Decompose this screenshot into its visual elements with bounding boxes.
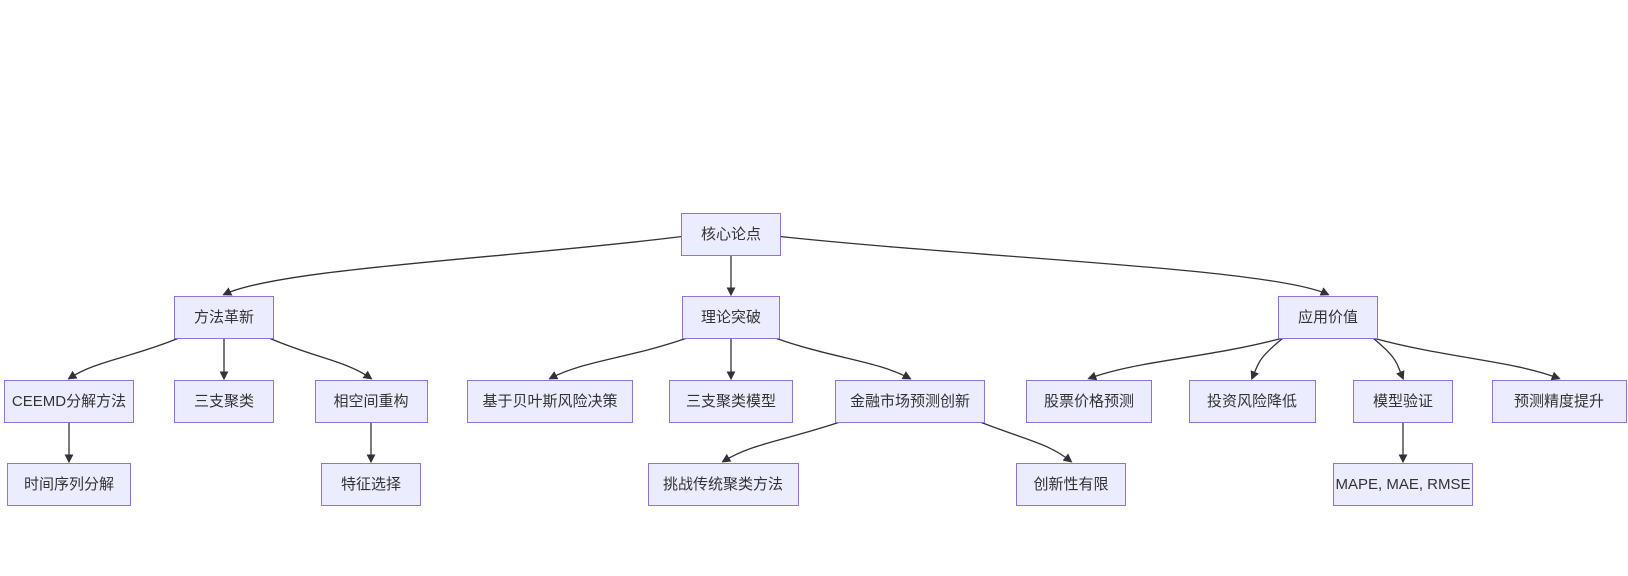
node-label-bayesian-risk-decision: 基于贝叶斯风险决策	[482, 393, 618, 410]
edge-application-value-to-investment-risk-reduction	[1250, 337, 1284, 381]
node-forecast-accuracy-improvement: 预测精度提升	[1491, 380, 1627, 423]
edge-financial-market-forecast-to-limited-novelty	[979, 421, 1073, 463]
edge-theory-breakthrough-to-bayesian-risk-decision	[548, 337, 688, 380]
node-challenge-traditional-clustering: 挑战传统聚类方法	[647, 463, 799, 506]
node-label-forecast-accuracy-improvement: 预测精度提升	[1513, 393, 1604, 410]
node-three-way-clustering: 三支聚类	[174, 380, 274, 423]
node-label-theory-breakthrough: 理论突破	[700, 309, 761, 326]
edge-method-innovation-to-phase-space-reconstruction	[268, 337, 373, 380]
node-core: 核心论点	[681, 213, 781, 256]
node-label-method-innovation: 方法革新	[193, 309, 254, 326]
edge-method-innovation-to-ceemd-decomposition	[67, 337, 180, 380]
node-label-model-validation: 模型验证	[1372, 393, 1433, 410]
node-financial-market-forecast: 金融市场预测创新	[835, 380, 985, 423]
node-label-feature-selection: 特征选择	[340, 476, 401, 493]
node-application-value: 应用价值	[1278, 296, 1378, 339]
node-label-three-way-clustering: 三支聚类	[193, 393, 254, 410]
node-label-error-metrics: MAPE, MAE, RMSE	[1335, 476, 1471, 493]
node-theory-breakthrough: 理论突破	[682, 296, 780, 339]
node-label-stock-price-prediction: 股票价格预测	[1043, 393, 1134, 410]
node-bayesian-risk-decision: 基于贝叶斯风险决策	[467, 380, 633, 423]
node-label-investment-risk-reduction: 投资风险降低	[1206, 393, 1297, 410]
node-label-phase-space-reconstruction: 相空间重构	[333, 393, 409, 410]
node-feature-selection: 特征选择	[321, 463, 421, 506]
edge-financial-market-forecast-to-challenge-traditional-clustering	[721, 421, 841, 463]
node-label-limited-novelty: 创新性有限	[1033, 476, 1109, 493]
node-three-way-clustering-model: 三支聚类模型	[669, 380, 793, 423]
node-label-application-value: 应用价值	[1297, 309, 1358, 326]
node-label-financial-market-forecast: 金融市场预测创新	[849, 393, 970, 410]
node-investment-risk-reduction: 投资风险降低	[1188, 380, 1316, 423]
node-time-series-decomposition: 时间序列分解	[7, 463, 131, 506]
node-label-ceemd-decomposition: CEEMD分解方法	[11, 393, 127, 410]
node-label-core: 核心论点	[700, 226, 761, 243]
node-label-three-way-clustering-model: 三支聚类模型	[685, 393, 776, 410]
node-label-challenge-traditional-clustering: 挑战传统聚类方法	[662, 476, 783, 493]
edge-core-to-application-value	[780, 236, 1330, 296]
edge-application-value-to-model-validation	[1372, 337, 1405, 381]
node-method-innovation: 方法革新	[174, 296, 274, 339]
node-limited-novelty: 创新性有限	[1016, 463, 1126, 506]
node-label-time-series-decomposition: 时间序列分解	[23, 476, 114, 493]
node-phase-space-reconstruction: 相空间重构	[314, 380, 428, 423]
node-error-metrics: MAPE, MAE, RMSE	[1333, 463, 1473, 506]
edge-application-value-to-forecast-accuracy-improvement	[1372, 337, 1561, 381]
edge-theory-breakthrough-to-financial-market-forecast	[774, 337, 912, 380]
edge-core-to-method-innovation	[222, 236, 682, 296]
node-model-validation: 模型验证	[1353, 380, 1453, 423]
node-stock-price-prediction: 股票价格预测	[1026, 380, 1152, 423]
node-ceemd-decomposition: CEEMD分解方法	[4, 380, 134, 423]
edge-application-value-to-stock-price-prediction	[1087, 337, 1284, 381]
